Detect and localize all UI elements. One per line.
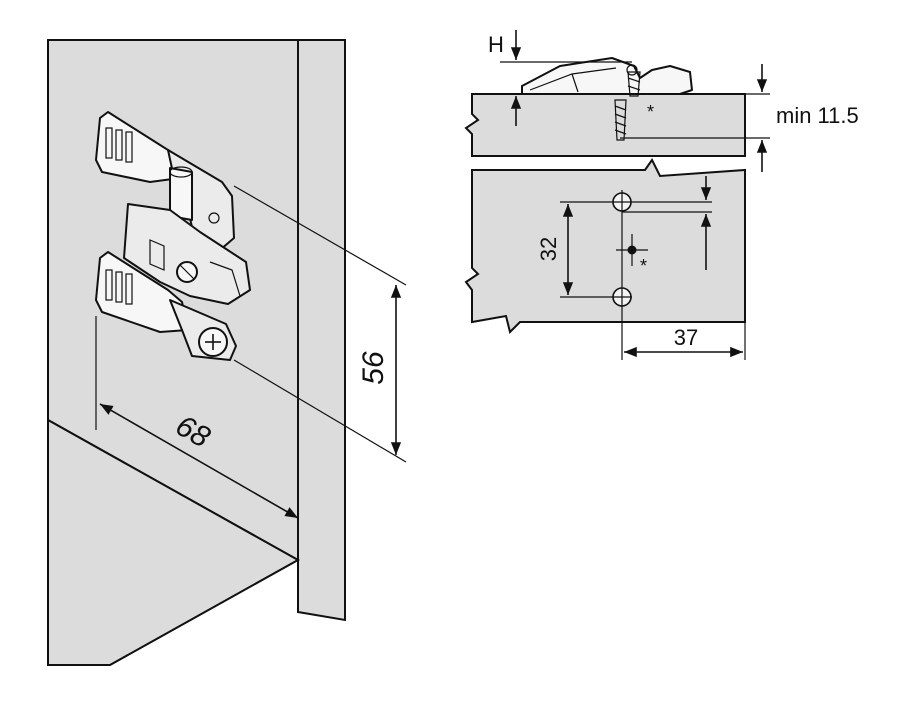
section-view: * H min 11.5	[464, 30, 859, 172]
drilling-panel	[464, 158, 746, 334]
drilling-star: *	[640, 256, 647, 276]
dimension-56: 56	[233, 185, 407, 463]
hinge-mounting-plate	[95, 111, 251, 361]
spacing-32-label: 32	[536, 237, 561, 261]
cabinet-front-edge	[297, 39, 346, 622]
drilling-front-view: * 32 37	[464, 158, 746, 360]
min-thickness-label: min 11.5	[776, 103, 859, 128]
section-panel	[464, 93, 746, 157]
section-screw	[614, 71, 641, 141]
offset-37-label: 37	[674, 325, 698, 350]
h-label: H	[488, 32, 504, 57]
dimension-56-label: 56	[357, 351, 390, 385]
section-star: *	[647, 102, 654, 122]
